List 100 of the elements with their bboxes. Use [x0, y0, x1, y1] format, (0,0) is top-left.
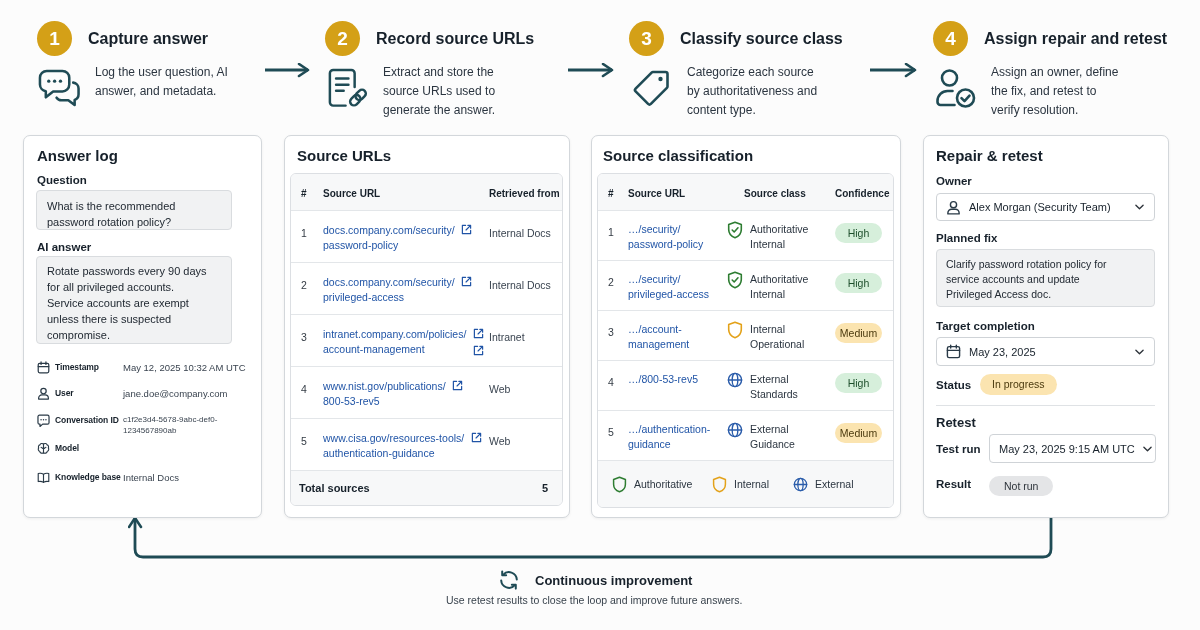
field-label: Result	[936, 477, 972, 491]
class-text: External Standards	[750, 372, 799, 402]
row-number: 5	[608, 426, 614, 438]
class-text: Internal Operational	[750, 322, 806, 352]
step-description: Assign an owner, define the fix, and retest to verify resolution.	[991, 64, 1120, 119]
column-header: Source class	[744, 188, 806, 199]
confidence-badge: Medium	[835, 423, 882, 443]
step-title: Assign repair and retest	[984, 29, 1168, 49]
panel	[284, 135, 570, 518]
row-number: 5	[301, 435, 307, 447]
legend-label: External	[815, 477, 854, 491]
meta-value: Internal Docs	[123, 471, 179, 484]
column-header: Source URL	[323, 188, 381, 199]
step-number-badge: 1	[37, 21, 72, 56]
url-link: …/security/ password-policy	[628, 222, 705, 252]
row-number: 4	[608, 376, 614, 388]
confidence-badge: High	[835, 223, 882, 243]
step-title: Record source URLs	[376, 29, 535, 49]
confidence-badge: High	[835, 373, 882, 393]
panel	[591, 135, 901, 518]
field-label: Target completion	[936, 319, 1035, 333]
meta-value: c1f2e3d4-5678-9abc-def0-1234567890ab	[123, 414, 219, 436]
source-type-text: Intranet	[489, 331, 525, 343]
status-badge: In progress	[980, 374, 1057, 395]
row-number: 3	[301, 331, 307, 343]
url-link: …/account- management	[628, 322, 691, 352]
result-badge: Not run	[989, 476, 1054, 496]
url-link: www.cisa.gov/resources-tools/ authentication-guidance	[323, 431, 466, 461]
panel-title: Repair & retest	[936, 147, 1043, 165]
source-type-text: Internal Docs	[489, 227, 551, 239]
field-label: AI answer	[37, 240, 92, 254]
step-number-badge: 4	[933, 21, 968, 56]
loop-description: Use retest results to close the loop and improve future answers.	[446, 593, 743, 607]
row-number: 3	[608, 326, 614, 338]
field-label: Planned fix	[936, 231, 998, 245]
url-link: …/security/ privileged-access	[628, 272, 711, 302]
step-number-badge: 3	[629, 21, 664, 56]
column-header: #	[608, 188, 614, 199]
url-link: docs.company.com/security/ privileged-access	[323, 275, 456, 305]
field-label: Question	[37, 173, 87, 187]
dropdown: May 23, 2025	[936, 337, 1155, 366]
arrow	[265, 62, 310, 78]
url-link: …/800-53-rev5	[628, 372, 700, 387]
step-title: Classify source class	[680, 29, 843, 49]
meta-label: User	[55, 387, 74, 400]
meta-label: Model	[55, 442, 80, 455]
row-number: 2	[608, 276, 614, 288]
text-field: Rotate passwords every 90 days for all privileged accounts. Service accounts are exempt unless there is suspected compromise.	[36, 256, 232, 344]
meta-label: Knowledge base	[55, 471, 121, 484]
column-header: Source URL	[628, 188, 686, 199]
class-text: Authoritative Internal	[750, 272, 810, 302]
source-type-text: Internal Docs	[489, 279, 551, 291]
source-type-text: Web	[489, 435, 511, 447]
dropdown: May 23, 2025 9:15 AM UTC	[989, 434, 1156, 463]
row-number: 4	[301, 383, 307, 395]
step-title: Capture answer	[88, 29, 209, 49]
meta-label: Timestamp	[55, 361, 99, 374]
step-description: Extract and store the source URLs used to generate the answer.	[383, 64, 497, 119]
table	[290, 173, 563, 506]
confidence-badge: Medium	[835, 323, 882, 343]
panel-title: Answer log	[37, 147, 118, 165]
panel	[23, 135, 262, 518]
legend-label: Internal	[734, 477, 770, 491]
url-link: …/authentication- guidance	[628, 422, 712, 452]
source-type-text: Web	[489, 383, 511, 395]
step-description: Log the user question, AI answer, and metadata.	[95, 64, 229, 100]
legend-label: Authoritative	[634, 477, 693, 491]
step-number-badge: 2	[325, 21, 360, 56]
meta-label: Conversation ID	[55, 414, 119, 427]
loop-arrow	[127, 516, 1053, 559]
section-title: Retest	[936, 415, 976, 431]
row-number: 2	[301, 279, 307, 291]
class-text: Authoritative Internal	[750, 222, 810, 252]
class-text: External Guidance	[750, 422, 796, 452]
url-link: intranet.company.com/policies/ account-management	[323, 327, 468, 357]
row-number: 1	[608, 226, 614, 238]
panel	[923, 135, 1169, 518]
column-header: Confidence	[835, 188, 890, 199]
loop-title: Continuous improvement	[535, 572, 693, 589]
url-link: docs.company.com/security/ password-policy	[323, 223, 456, 253]
text-field: Clarify password rotation policy for service accounts and update Privileged Access doc.	[936, 249, 1155, 307]
url-link: www.nist.gov/publications/ 800-53-rev5	[323, 379, 447, 409]
row-number: 1	[301, 227, 307, 239]
panel-title: Source classification	[603, 147, 754, 165]
meta-value: jane.doe@company.com	[123, 387, 228, 400]
arrow	[568, 62, 614, 78]
column-header: Retrieved from	[489, 188, 560, 199]
confidence-badge: High	[835, 273, 882, 293]
panel-title: Source URLs	[297, 147, 392, 165]
total-value: 5	[541, 481, 548, 495]
text-field: What is the recommended password rotation policy?	[36, 190, 232, 230]
field-label: Owner	[936, 174, 972, 188]
field-label: Status	[936, 378, 972, 392]
field-label: Test run	[936, 442, 981, 456]
table	[597, 173, 894, 508]
total-label: Total sources	[299, 481, 370, 495]
column-header: #	[301, 188, 307, 199]
step-description: Categorize each source by authoritativeness and content type.	[687, 64, 818, 119]
arrow	[870, 62, 917, 78]
dropdown: Alex Morgan (Security Team)	[936, 193, 1155, 221]
